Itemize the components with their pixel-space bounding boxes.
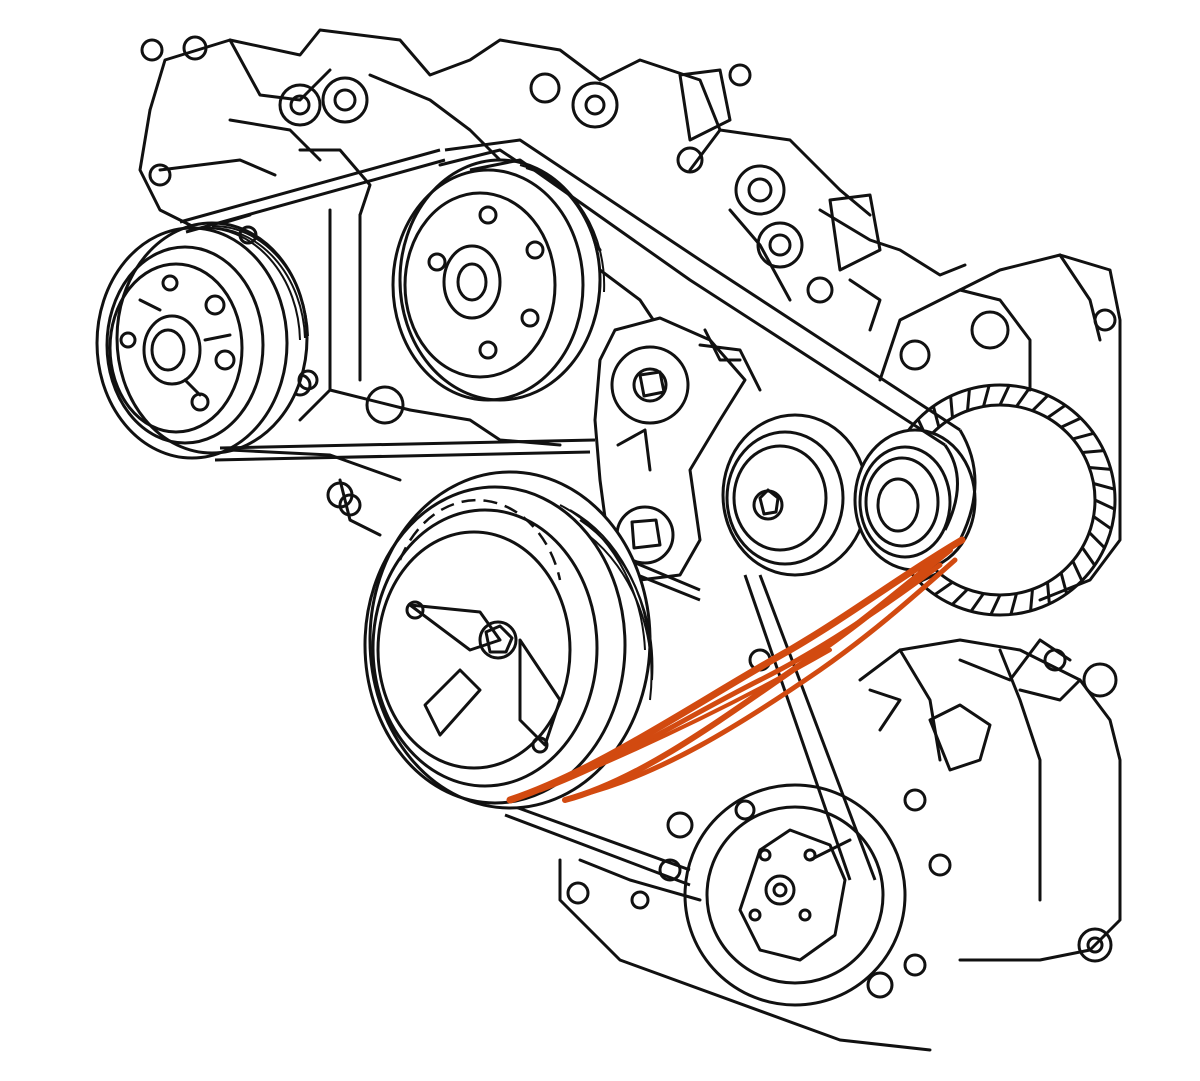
alternator-fan-blade: [1031, 394, 1049, 412]
alternator-fan-blade: [966, 389, 971, 411]
idler-pulley-left: [721, 413, 869, 577]
alternator-fan-blade: [1009, 593, 1018, 615]
ac-compressor: [558, 638, 1122, 1052]
alternator-fan-blade: [1060, 416, 1082, 429]
alternator-fan-blade: [1046, 582, 1051, 604]
alternator-fan-blade: [1071, 560, 1084, 582]
alternator-fan-blade: [1046, 404, 1067, 419]
alternator-fan-blade: [982, 385, 991, 407]
alternator-fan-blade: [969, 592, 985, 613]
alternator-fan-blade: [1092, 515, 1113, 531]
bolt-icon: [297, 369, 319, 391]
alternator-fan-blade: [933, 581, 954, 596]
alternator-fan-blade: [1059, 572, 1069, 595]
alternator-fan-blade: [1082, 449, 1104, 454]
alternator-fan-blade: [1089, 466, 1111, 471]
alternator-fan-blade: [989, 594, 1002, 616]
power-steering-pulley: [95, 221, 309, 460]
alternator-fan-blade: [1072, 431, 1095, 441]
alternator-fan-blade: [1015, 387, 1031, 408]
crankshaft-pulley: [363, 470, 654, 810]
alternator-fan-blade: [998, 384, 1011, 406]
bolt-icon: [734, 799, 756, 821]
alternator-fan-blade: [1093, 482, 1115, 491]
alternator-fan-blade: [949, 396, 954, 418]
alternator-fan-blade: [931, 405, 941, 428]
belt-tensioner: [593, 316, 762, 582]
alternator-fan-blade: [951, 588, 969, 606]
bolt-icon: [338, 493, 362, 517]
alternator-fan-blade: [1081, 546, 1096, 567]
alternator-fan-blade: [1029, 589, 1034, 611]
engine-block: [138, 28, 967, 537]
alternator-fan-blade: [1088, 531, 1106, 549]
alternator-fan-blade: [1094, 498, 1116, 511]
belt-route-annotation: [506, 536, 966, 804]
